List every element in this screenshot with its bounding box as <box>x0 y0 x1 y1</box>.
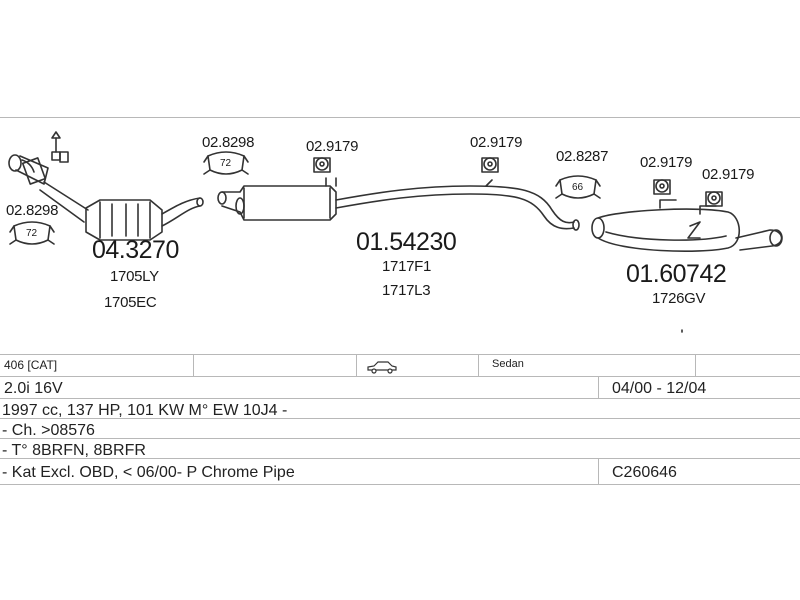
table-vline-4 <box>695 354 696 376</box>
clamp-72-top-icon <box>203 151 249 175</box>
middle-ref-1: 1717F1 <box>382 258 432 275</box>
clamp-label-6[interactable]: 02.9179 <box>640 154 693 171</box>
clamp-label-2[interactable]: 02.8298 <box>202 134 255 151</box>
body-cell: Sedan <box>492 358 524 370</box>
table-line-2 <box>0 376 800 377</box>
table-line-1 <box>0 354 800 355</box>
rubber-mount-2-icon <box>481 157 499 173</box>
table-vline-6 <box>598 458 599 484</box>
note-cell: - Kat Excl. OBD, < 06/00- P Chrome Pipe <box>2 464 295 481</box>
clamp-label-1[interactable]: 02.8298 <box>6 202 59 219</box>
front-pipe-icon <box>8 154 89 223</box>
table-line-4 <box>0 418 800 419</box>
cat-ref-2: 1705EC <box>104 294 157 311</box>
spec-cell: 1997 cc, 137 HP, 101 KW M° EW 10J4 - <box>2 402 288 419</box>
table-line-5 <box>0 438 800 439</box>
table-vline-1 <box>193 354 194 376</box>
middle-silencer-icon <box>217 177 580 231</box>
clamp-label-3[interactable]: 02.9179 <box>306 138 359 155</box>
table-vline-2 <box>356 354 357 376</box>
middle-ref-2: 1717L3 <box>382 282 431 299</box>
clamp-66-icon <box>555 175 601 199</box>
rear-ref-1: 1726GV <box>652 290 706 307</box>
rubber-mount-1-icon <box>313 157 331 173</box>
exhaust-drawing <box>8 131 783 333</box>
table-line-6 <box>0 458 800 459</box>
clamp-72-top-mark: 72 <box>220 158 232 169</box>
type-cell: - T° 8BRFN, 8BRFR <box>2 442 146 459</box>
model-cell: 406 [CAT] <box>4 358 58 372</box>
clamp-label-7[interactable]: 02.9179 <box>702 166 755 183</box>
cat-part-number[interactable]: 04.3270 <box>92 236 179 264</box>
rubber-mount-3-icon <box>653 179 671 195</box>
sedan-car-icon <box>367 361 397 374</box>
clamp-label-5[interactable]: 02.8287 <box>556 148 609 165</box>
chassis-cell: - Ch. >08576 <box>2 422 95 439</box>
clamp-label-4[interactable]: 02.9179 <box>470 134 523 151</box>
table-line-7 <box>0 484 800 485</box>
cat-ref-1: 1705LY <box>110 268 159 285</box>
clamp-72-left-mark: 72 <box>26 228 38 239</box>
clamp-72-left-icon <box>9 221 55 245</box>
engine-cell: 2.0i 16V <box>4 380 63 397</box>
table-vline-3 <box>478 354 479 376</box>
clamp-66-mark: 66 <box>572 182 584 193</box>
code-cell: C260646 <box>612 464 677 481</box>
dates-cell: 04/00 - 12/04 <box>612 380 707 397</box>
rear-part-number[interactable]: 01.60742 <box>626 260 727 288</box>
catalytic-converter-icon <box>85 197 204 241</box>
middle-part-number[interactable]: 01.54230 <box>356 228 457 256</box>
top-divider <box>0 117 800 118</box>
rubber-mount-4-icon <box>705 191 723 207</box>
table-line-3 <box>0 398 800 399</box>
rear-silencer-icon <box>591 199 783 252</box>
lambda-sensor-icon <box>51 131 69 163</box>
table-vline-5 <box>598 376 599 398</box>
